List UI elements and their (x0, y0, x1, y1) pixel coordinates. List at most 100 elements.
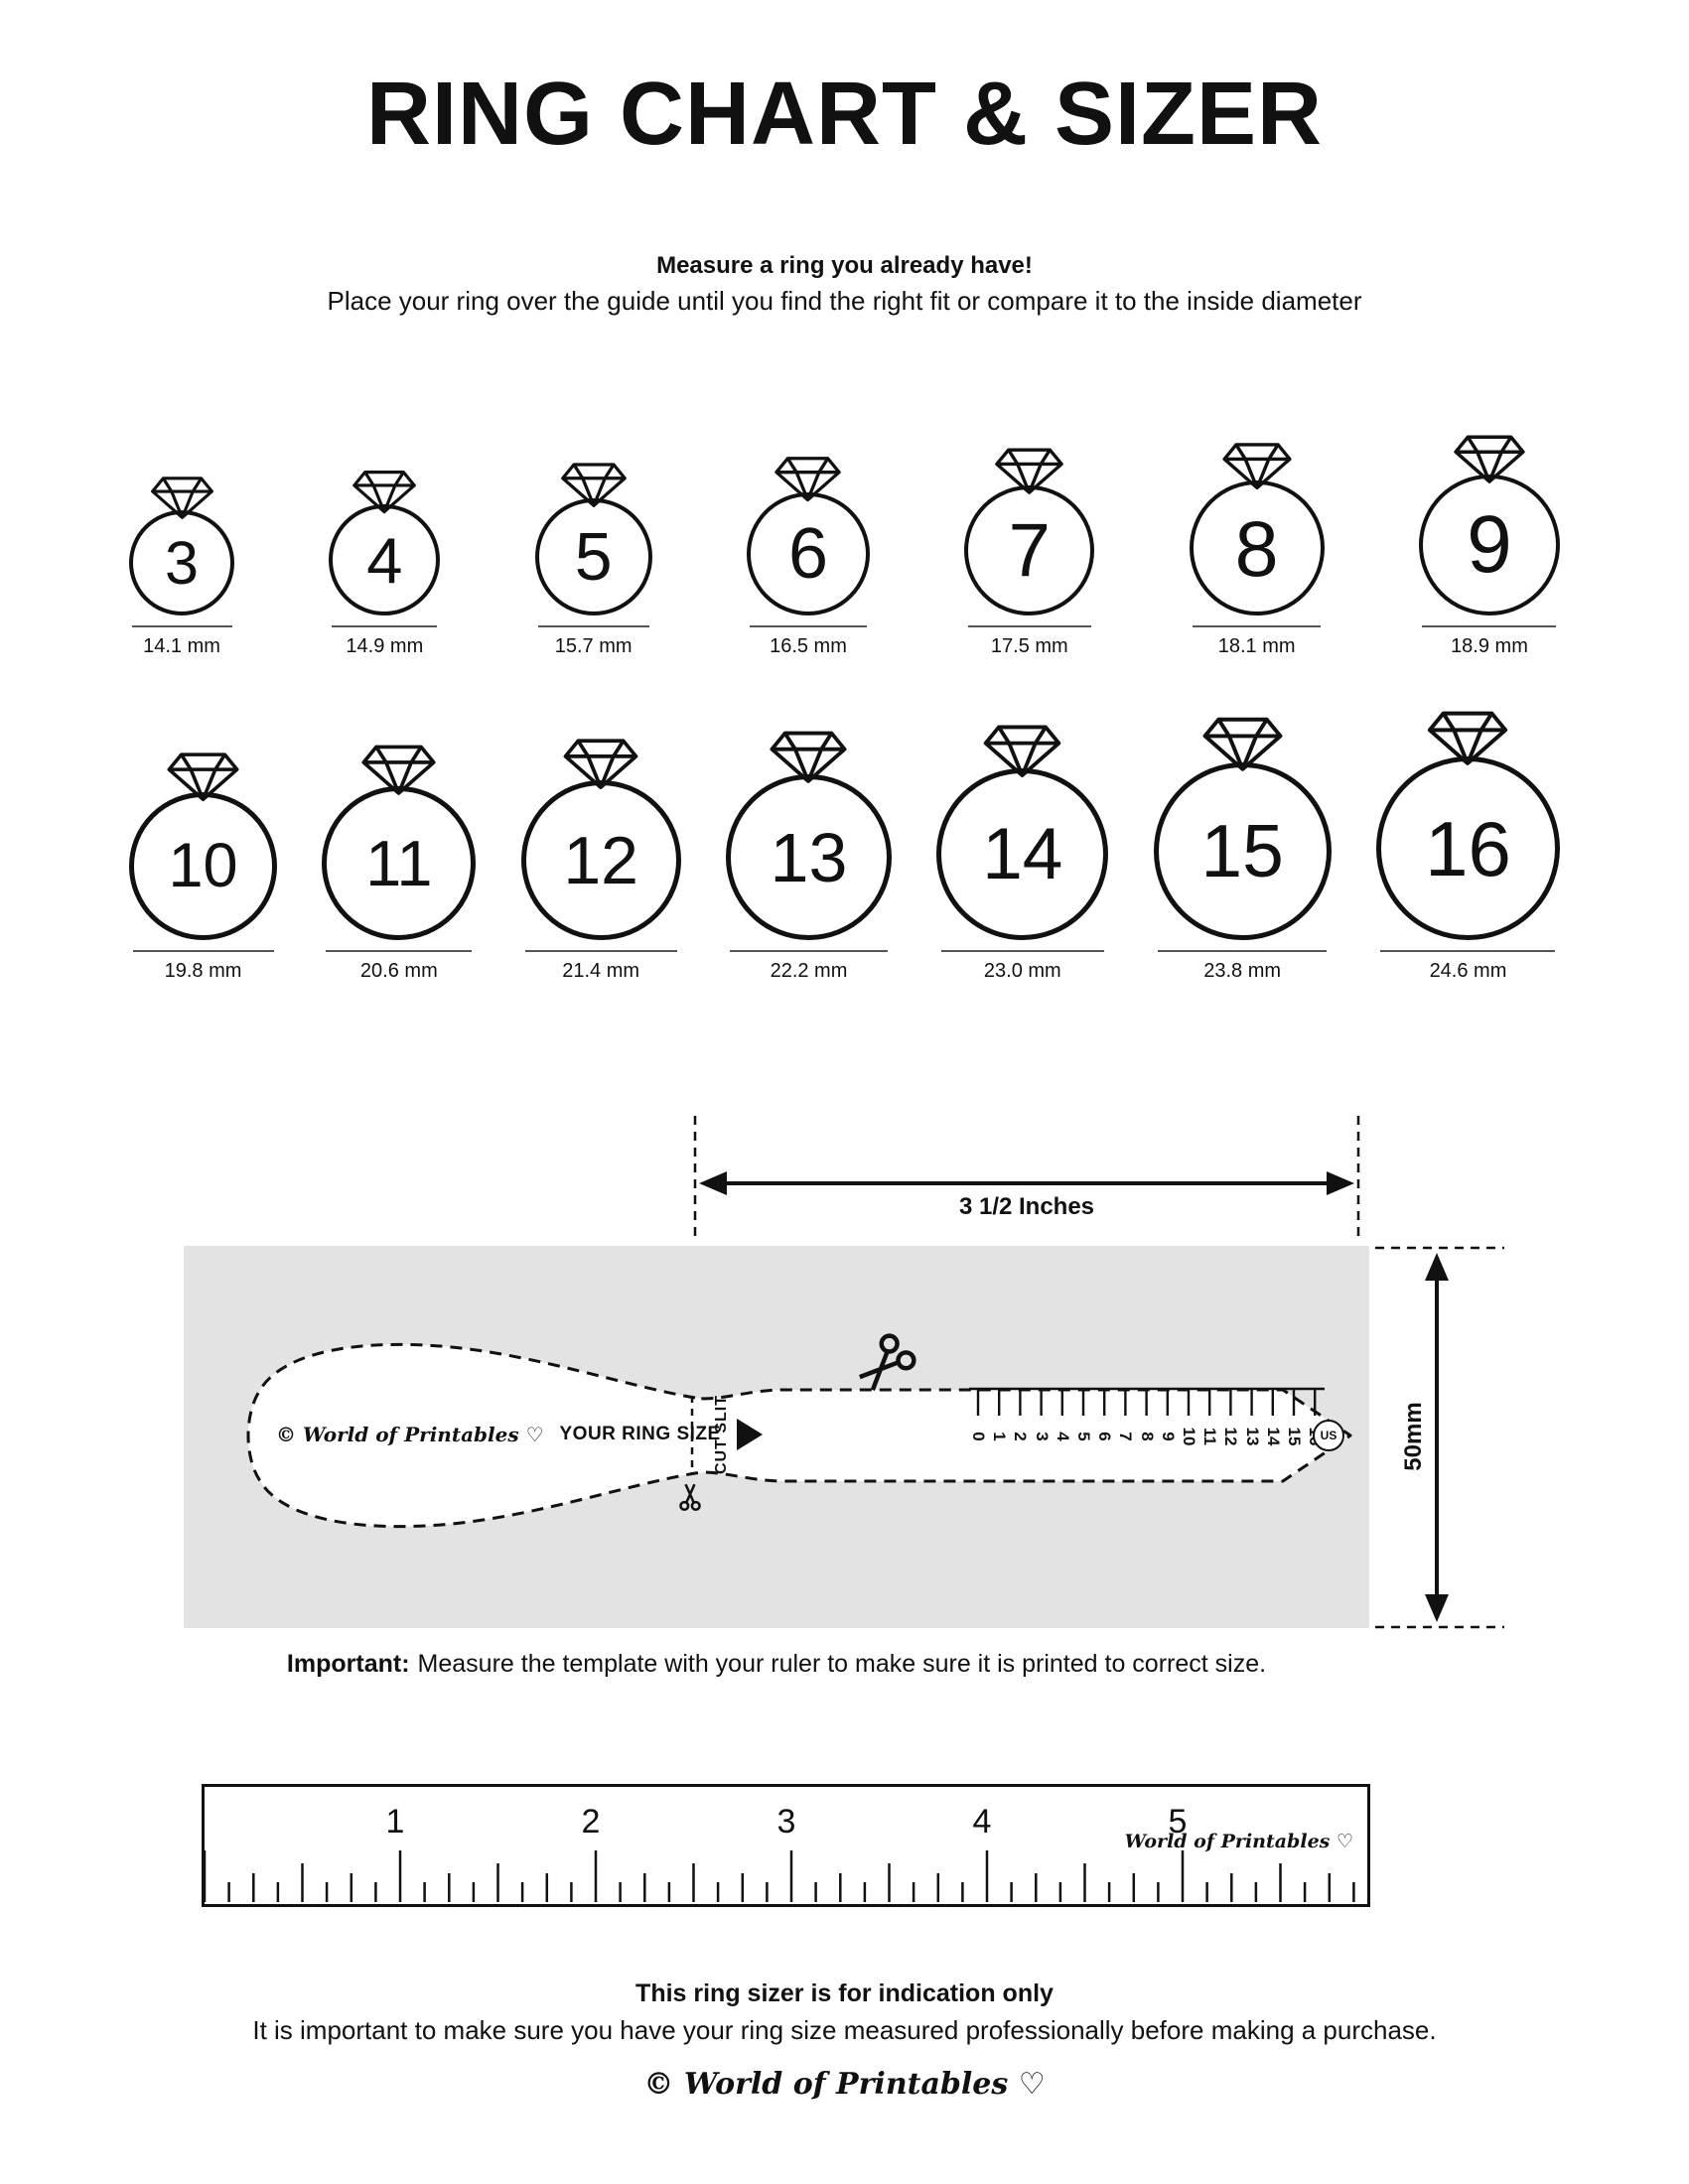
ring-diameter-label: 14.9 mm (346, 635, 424, 657)
ring-circle: 8 (1189, 480, 1325, 615)
us-size-11: 11 (1200, 1428, 1220, 1445)
ring-size-10: 10 19.8 mm (129, 751, 277, 983)
diamond-icon (352, 471, 417, 514)
ring-diameter-label: 19.8 mm (164, 960, 242, 982)
ring-diameter-label: 22.2 mm (770, 960, 848, 982)
ring-size-4: 4 14.9 mm (329, 469, 441, 658)
ring-underline (749, 625, 867, 627)
diamond-icon (984, 725, 1061, 777)
us-size-14: 14 (1263, 1427, 1283, 1446)
ring-size-number: 12 (563, 822, 638, 898)
us-size-9: 9 (1158, 1432, 1178, 1441)
ring-underline (332, 625, 438, 627)
diamond-icon (167, 752, 239, 802)
ring-circle: 12 (520, 780, 681, 940)
ring-circle: 9 (1418, 475, 1560, 615)
ring-size-number: 11 (365, 827, 433, 899)
footer-heading: This ring sizer is for indication only (635, 1979, 1054, 2007)
ring-underline (326, 950, 473, 952)
intro-heading: Measure a ring you already have! (656, 252, 1033, 279)
diamond-icon (774, 457, 842, 502)
ring-underline (1193, 625, 1322, 627)
ring-size-7: 7 17.5 mm (964, 446, 1095, 658)
diamond-icon (563, 739, 638, 790)
ring-diameter-label: 21.4 mm (562, 960, 640, 982)
us-size-0: 0 (969, 1432, 988, 1441)
ring-size-13: 13 22.2 mm (725, 729, 892, 983)
ring-underline (1380, 950, 1556, 952)
ruler-number-2: 2 (581, 1803, 601, 1841)
ruler-brand-text: World of Printables ♡ (1124, 1831, 1353, 1852)
ruler: 1 2 3 4 5 World of Printables ♡ (202, 1784, 1370, 1907)
us-size-15: 15 (1285, 1427, 1304, 1446)
us-size-3: 3 (1032, 1432, 1052, 1441)
ring-size-number: 10 (168, 831, 238, 900)
us-standard-badge: US (1313, 1420, 1344, 1451)
sizer-template-graphic (246, 1116, 1504, 1629)
ring-circle: 6 (746, 492, 870, 615)
us-size-13: 13 (1242, 1427, 1262, 1446)
us-size-6: 6 (1095, 1432, 1115, 1441)
ring-size-number: 8 (1234, 503, 1279, 593)
diamond-icon (361, 745, 436, 795)
ruler-number-1: 1 (385, 1803, 405, 1841)
ring-size-number: 15 (1200, 809, 1284, 892)
us-size-7: 7 (1116, 1432, 1136, 1441)
us-size-12: 12 (1221, 1427, 1241, 1446)
ring-underline (1422, 625, 1557, 627)
important-label: Important: (286, 1650, 410, 1678)
ruler-number-4: 4 (972, 1803, 992, 1841)
brand-logo: © World of Printables ♡ (643, 2067, 1046, 2102)
sizer-brand-row: © World of Printables ♡ YOUR RING SIZE (276, 1419, 763, 1450)
ring-underline (524, 950, 677, 952)
diamond-icon (1202, 717, 1283, 771)
us-size-2: 2 (1011, 1432, 1031, 1441)
ring-underline (729, 950, 888, 952)
scissors-icon (679, 1483, 701, 1511)
ring-diameter-label: 24.6 mm (1429, 960, 1507, 982)
us-size-5: 5 (1074, 1432, 1093, 1441)
ring-diameter-label: 17.5 mm (990, 635, 1068, 657)
ring-size-number: 14 (982, 814, 1063, 894)
ring-size-6: 6 16.5 mm (746, 455, 870, 658)
measurement-guides (693, 1116, 1504, 1629)
ring-size-number: 13 (770, 818, 848, 896)
your-ring-size-label: YOUR RING SIZE (559, 1424, 721, 1444)
important-note: Important:Measure the template with your… (184, 1650, 1369, 1679)
ring-diameter-label: 18.9 mm (1451, 635, 1528, 657)
ring-underline (131, 625, 232, 627)
diamond-icon (995, 448, 1064, 494)
us-size-1: 1 (990, 1432, 1010, 1441)
ring-size-number: 4 (366, 523, 403, 597)
ring-circle: 11 (322, 786, 477, 940)
ring-underline (132, 950, 274, 952)
ring-size-number: 9 (1467, 499, 1512, 590)
ring-size-5: 5 15.7 mm (534, 461, 652, 658)
ring-diameter-label: 16.5 mm (770, 635, 847, 657)
ring-diameter-label: 18.1 mm (1217, 635, 1296, 657)
ring-underline (967, 625, 1091, 627)
diamond-icon (150, 477, 213, 519)
ring-size-12: 12 21.4 mm (520, 737, 681, 983)
ring-size-number: 5 (574, 519, 613, 595)
scissors-icon (859, 1333, 916, 1391)
important-text: Measure the template with your ruler to … (417, 1650, 1267, 1678)
ring-size-number: 6 (787, 514, 828, 594)
us-size-8: 8 (1137, 1432, 1157, 1441)
ring-circle: 15 (1153, 762, 1332, 940)
ring-size-number: 7 (1008, 507, 1051, 593)
us-size-10: 10 (1180, 1427, 1198, 1446)
ring-size-number: 3 (165, 528, 199, 597)
diamond-icon (1454, 435, 1525, 483)
cut-slit-label: CUT SLIT (713, 1395, 730, 1474)
diamond-icon (770, 731, 847, 783)
ring-diameter-label: 15.7 mm (554, 635, 633, 657)
diamond-icon (560, 463, 627, 507)
ruler-ticks (205, 1850, 1355, 1902)
ring-circle: 16 (1375, 756, 1560, 940)
